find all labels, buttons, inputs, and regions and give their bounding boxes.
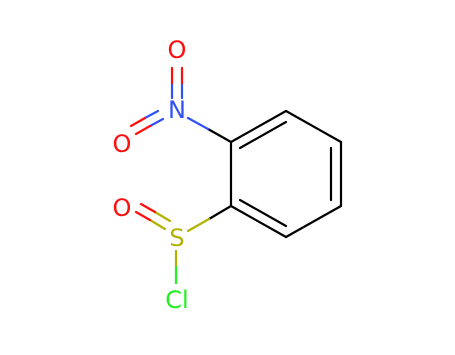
ring-inner-bond: [238, 120, 288, 150]
ring-bond: [229, 204, 288, 239]
c-s-bond-black: [207, 204, 233, 221]
ring-bond: [284, 204, 343, 239]
benzene-ring: [229, 109, 343, 239]
ring-bond: [284, 109, 343, 144]
nitro-bonds: [129, 66, 233, 144]
n-o-left-bond-b: [134, 124, 152, 136]
n-o-left-bond-a: [148, 117, 165, 128]
s-o-bond-1a: [148, 218, 167, 231]
c-n-bond-black: [206, 127, 233, 144]
s-o-bond-1b: [134, 210, 152, 222]
atom-s: S: [169, 224, 184, 252]
n-o-left-bond-c: [143, 109, 160, 120]
s-o-bond-2a: [153, 210, 172, 223]
ring-inner-bond: [238, 198, 288, 228]
atom-cl: Cl: [165, 286, 188, 314]
ring-bond: [229, 109, 288, 144]
atom-labels: O N O O S Cl: [113, 36, 189, 314]
sulfinyl-bonds: [134, 202, 233, 285]
atom-n: N: [168, 96, 186, 124]
c-n-bond-blue: [186, 116, 210, 131]
atom-o-top: O: [168, 36, 187, 64]
atom-o-sulfinyl: O: [113, 194, 132, 222]
atom-o-left: O: [113, 130, 132, 158]
s-o-bond-2b: [139, 202, 157, 214]
c-s-bond-yellow: [186, 217, 211, 233]
n-o-left-bond-d: [129, 116, 147, 128]
